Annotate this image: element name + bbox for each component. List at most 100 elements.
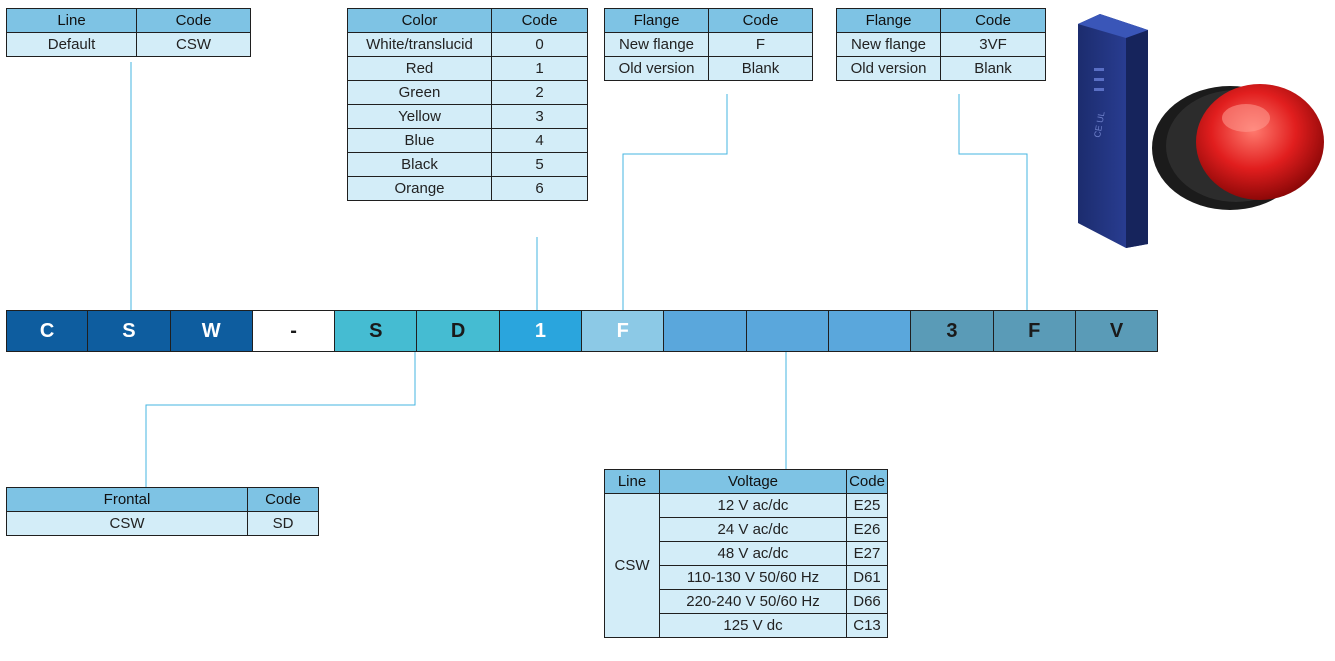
table-row: Yellow 3 [347, 104, 588, 129]
connector-flange-code [622, 94, 728, 310]
code-cell [828, 310, 912, 352]
column-header: Code [136, 8, 251, 33]
table-row: New flange F [604, 32, 813, 57]
code-cell-label: C [39, 319, 55, 342]
table-cell: 12 V ac/dc [659, 493, 847, 518]
code-cell-label: V [1109, 319, 1124, 342]
code-cell: C [6, 310, 89, 352]
table-cell: Red [347, 56, 492, 81]
table-cell: Default [6, 32, 137, 57]
table-cell: Old version [604, 56, 709, 81]
table-cell: 110-130 V 50/60 Hz [659, 565, 847, 590]
column-header: Code [846, 469, 888, 494]
table-cell: 3 [491, 104, 588, 129]
table-row: 48 V ac/dc E27 [605, 541, 888, 566]
table-cell: E26 [846, 517, 888, 542]
table-cell: F [708, 32, 813, 57]
table-cell: C13 [846, 613, 888, 638]
column-header: Frontal [6, 487, 248, 512]
code-cell [746, 310, 829, 352]
table-row: Orange 6 [347, 176, 588, 201]
column-header: Flange [836, 8, 941, 33]
code-cell: D [417, 310, 500, 352]
column-header: Code [940, 8, 1046, 33]
table-cell: Green [347, 80, 492, 105]
table-header-row: Frontal Code [6, 487, 319, 512]
code-cell: - [252, 310, 336, 352]
table-header-row: Flange Code [604, 8, 813, 33]
code-cell: 3 [911, 310, 994, 352]
column-header: Code [247, 487, 319, 512]
frontal-table: Frontal Code CSW SD [6, 487, 319, 536]
table-row: Old version Blank [604, 56, 813, 81]
table-row: Green 2 [347, 80, 588, 105]
table-cell: 0 [491, 32, 588, 57]
column-header: Line [604, 469, 660, 494]
table-row: CSW SD [6, 511, 319, 536]
table-cell: D66 [846, 589, 888, 614]
code-cell-label: - [290, 319, 297, 342]
table-header-row: Line Code [6, 8, 251, 33]
code-cell: F [993, 310, 1076, 352]
table-row: Black 5 [347, 152, 588, 177]
table-cell: Yellow [347, 104, 492, 129]
table-cell: Black [347, 152, 492, 177]
column-header: Color [347, 8, 492, 33]
flange-table-2: Flange Code New flange 3VF Old version B… [836, 8, 1046, 81]
code-cell-label: D [450, 319, 466, 342]
table-cell: 24 V ac/dc [659, 517, 847, 542]
table-row: CSW 12 V ac/dc E25 [604, 493, 888, 638]
table-header-row: Line Voltage Code [604, 469, 888, 494]
table-row: 110-130 V 50/60 Hz D61 [605, 565, 888, 590]
table-row: Old version Blank [836, 56, 1046, 81]
code-cell: V [1075, 310, 1159, 352]
table-cell: 5 [491, 152, 588, 177]
table-header-row: Color Code [347, 8, 588, 33]
column-header: Flange [604, 8, 709, 33]
red-pilot-light-product-icon: CE UL [1078, 14, 1324, 248]
table-cell: CSW [136, 32, 251, 57]
code-cell: F [582, 310, 665, 352]
column-header: Voltage [659, 469, 847, 494]
table-cell: 6 [491, 176, 588, 201]
code-cell-label: F [616, 319, 629, 342]
flange-table: Flange Code New flange F Old version Bla… [604, 8, 813, 81]
table-cell: Blue [347, 128, 492, 153]
line-cell: CSW [604, 493, 660, 638]
table-cell: 220-240 V 50/60 Hz [659, 589, 847, 614]
line-table: Line Code Default CSW [6, 8, 251, 57]
table-row: Red 1 [347, 56, 588, 81]
code-cell-label: S [369, 319, 383, 342]
table-cell: CSW [6, 511, 248, 536]
code-cell [664, 310, 747, 352]
table-cell: 4 [491, 128, 588, 153]
table-header-row: Flange Code [836, 8, 1046, 33]
color-table: Color Code White/translucid 0 Red 1 Gree… [347, 8, 588, 201]
table-row: 220-240 V 50/60 Hz D66 [605, 589, 888, 614]
table-cell: E27 [846, 541, 888, 566]
column-header: Code [708, 8, 813, 33]
table-cell: New flange [604, 32, 709, 57]
table-cell: E25 [846, 493, 888, 518]
table-cell: SD [247, 511, 319, 536]
table-cell: D61 [846, 565, 888, 590]
product-code-strip: C S W - S D 1 F 3 F V [6, 310, 1159, 352]
table-row: New flange 3VF [836, 32, 1046, 57]
svg-text:CE UL: CE UL [1092, 110, 1106, 138]
table-row: 125 V dc C13 [605, 613, 888, 638]
table-row: Blue 4 [347, 128, 588, 153]
voltage-table: Line Voltage Code CSW 12 V ac/dc E25 24 … [604, 469, 888, 638]
table-cell: White/translucid [347, 32, 492, 57]
table-cell: 48 V ac/dc [659, 541, 847, 566]
code-cell: S [88, 310, 171, 352]
table-row: Default CSW [6, 32, 251, 57]
table-cell: Orange [347, 176, 492, 201]
table-row: White/translucid 0 [347, 32, 588, 57]
table-cell: New flange [836, 32, 941, 57]
table-cell: Old version [836, 56, 941, 81]
connector-frontal-code [145, 352, 416, 487]
column-header: Line [6, 8, 137, 33]
table-cell: 1 [491, 56, 588, 81]
column-header: Code [491, 8, 588, 33]
